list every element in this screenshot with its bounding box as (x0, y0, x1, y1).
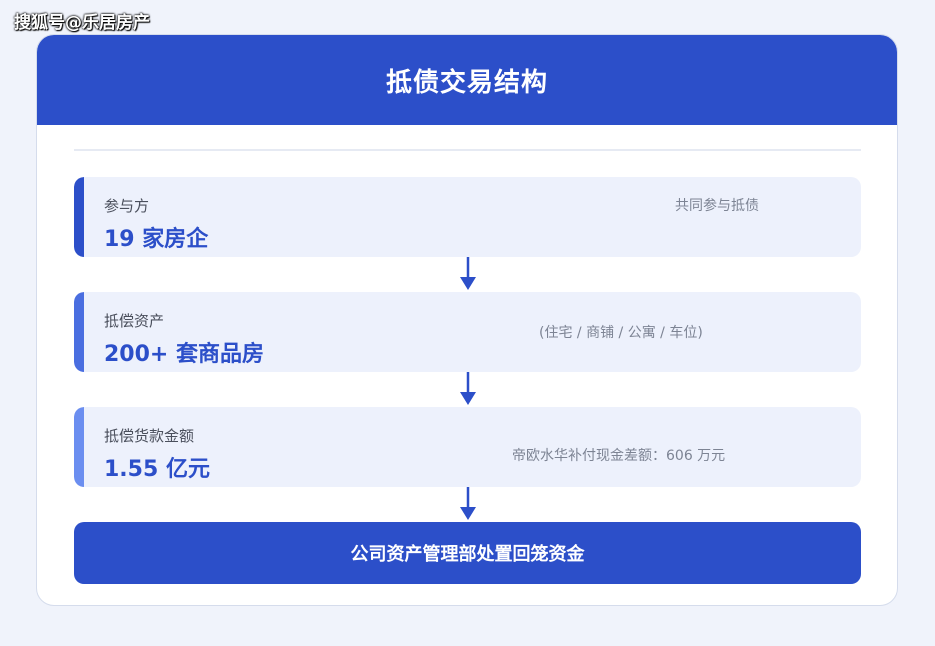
final-step-label: 公司资产管理部处置回笼资金 (350, 544, 585, 565)
card-title: 抵债交易结构 (385, 67, 548, 98)
step-accent-bar (74, 292, 84, 372)
arrow-down-icon (460, 257, 476, 290)
divider (74, 149, 861, 151)
step-accent-bar (74, 407, 84, 487)
step-amount: 抵偿货款金额 1.55 亿元 帝欧水华补付现金差额：606 万元 (74, 407, 861, 487)
step-value: 200+ 套商品房 (104, 342, 265, 367)
card-header: 抵债交易结构 (37, 35, 897, 125)
step-assets: 抵偿资产 200+ 套商品房 (住宅 / 商铺 / 公寓 / 车位) (74, 292, 861, 372)
step-note: 帝欧水华补付现金差额：606 万元 (512, 448, 726, 464)
arrow-down-icon (460, 487, 476, 520)
step-accent-bar (74, 177, 84, 257)
step-note: (住宅 / 商铺 / 公寓 / 车位) (539, 325, 703, 341)
step-label: 参与方 (104, 197, 150, 215)
structure-card: 抵债交易结构 参与方 19 家房企 共同参与抵债 抵偿资产 200+ 套商品房 … (36, 34, 898, 606)
final-step-box: 公司资产管理部处置回笼资金 (74, 522, 861, 584)
step-note: 共同参与抵债 (675, 198, 759, 214)
step-label: 抵偿资产 (104, 312, 165, 330)
arrow-down-icon (460, 372, 476, 405)
watermark: 搜狐号@乐居房产 (14, 13, 150, 33)
step-value: 1.55 亿元 (104, 457, 210, 482)
step-value: 19 家房企 (104, 227, 209, 252)
step-participants: 参与方 19 家房企 共同参与抵债 (74, 177, 861, 257)
step-label: 抵偿货款金额 (104, 427, 195, 445)
